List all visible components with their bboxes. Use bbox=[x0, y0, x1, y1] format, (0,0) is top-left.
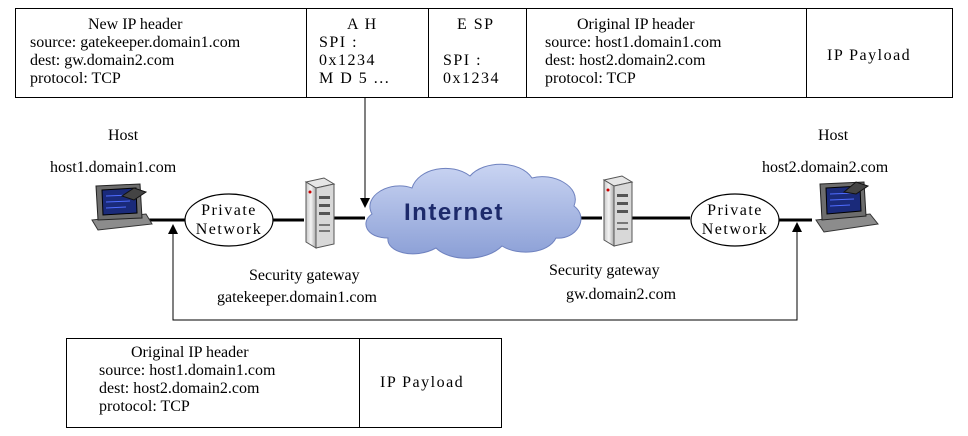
new-ip-header-source: source: gatekeeper.domain1.com bbox=[30, 34, 241, 51]
gateway-left-label: Security gateway bbox=[249, 267, 360, 284]
original-ip-header-title: Original IP header bbox=[577, 16, 695, 33]
original-ip-header-cell: Original IP header source: host1.domain1… bbox=[526, 9, 806, 97]
ah-spi-label: SPI : bbox=[319, 34, 359, 51]
top-packet: New IP header source: gatekeeper.domain1… bbox=[15, 8, 953, 98]
internet-label: Internet bbox=[404, 199, 505, 226]
ah-cell: A H SPI : 0x1234 M D 5 ... bbox=[306, 9, 428, 97]
bottom-original-ip-header-title: Original IP header bbox=[131, 344, 249, 361]
private-network-left-line2: Network bbox=[195, 221, 263, 238]
gateway-right-label: Security gateway bbox=[549, 262, 660, 279]
bottom-packet: Original IP header source: host1.domain1… bbox=[66, 338, 502, 428]
return-path-line bbox=[168, 224, 798, 321]
host-left-computer-icon bbox=[91, 183, 153, 231]
private-network-right-ellipse bbox=[690, 193, 780, 247]
esp-cell: E SP SPI : 0x1234 bbox=[428, 9, 526, 97]
esp-title: E SP bbox=[457, 16, 495, 33]
host-left-name: host1.domain1.com bbox=[50, 159, 177, 176]
esp-spi-label: SPI : bbox=[443, 52, 483, 69]
gateway-right-name: gw.domain2.com bbox=[566, 286, 677, 303]
original-ip-header-dest: dest: host2.domain2.com bbox=[545, 52, 706, 69]
bottom-original-ip-header-dest: dest: host2.domain2.com bbox=[99, 380, 260, 397]
esp-spi-value: 0x1234 bbox=[443, 70, 500, 87]
private-network-right-line1: Private bbox=[707, 202, 763, 219]
new-ip-header-title: New IP header bbox=[88, 16, 183, 33]
new-ip-header-protocol: protocol: TCP bbox=[30, 70, 121, 87]
internet-cloud bbox=[365, 163, 582, 259]
gateway-left-server-icon bbox=[304, 177, 336, 249]
private-network-left-ellipse bbox=[184, 193, 274, 247]
payload-label: IP Payload bbox=[827, 47, 912, 64]
bottom-original-ip-header-protocol: protocol: TCP bbox=[99, 398, 190, 415]
host-right-computer-icon bbox=[815, 181, 879, 233]
gateway-right-server-icon bbox=[602, 175, 634, 247]
ah-spi-value: 0x1234 bbox=[319, 52, 376, 69]
original-ip-header-source: source: host1.domain1.com bbox=[545, 34, 722, 51]
bottom-payload-label: IP Payload bbox=[380, 374, 465, 391]
original-ip-header-protocol: protocol: TCP bbox=[545, 70, 636, 87]
private-network-right-line2: Network bbox=[701, 221, 769, 238]
bottom-payload-cell: IP Payload bbox=[359, 339, 501, 427]
host-left-label: Host bbox=[108, 127, 139, 144]
bottom-original-ip-header-source: source: host1.domain1.com bbox=[99, 362, 276, 379]
bottom-original-ip-header-cell: Original IP header source: host1.domain1… bbox=[67, 339, 359, 427]
payload-cell: IP Payload bbox=[806, 9, 952, 97]
new-ip-header-dest: dest: gw.domain2.com bbox=[30, 52, 175, 69]
new-ip-header-cell: New IP header source: gatekeeper.domain1… bbox=[16, 9, 306, 97]
ah-title: A H bbox=[347, 16, 378, 33]
private-network-left-line1: Private bbox=[201, 202, 257, 219]
host-right-name: host2.domain2.com bbox=[762, 159, 889, 176]
ah-md5: M D 5 ... bbox=[319, 70, 391, 87]
gateway-left-name: gatekeeper.domain1.com bbox=[217, 289, 377, 306]
host-right-label: Host bbox=[818, 127, 849, 144]
